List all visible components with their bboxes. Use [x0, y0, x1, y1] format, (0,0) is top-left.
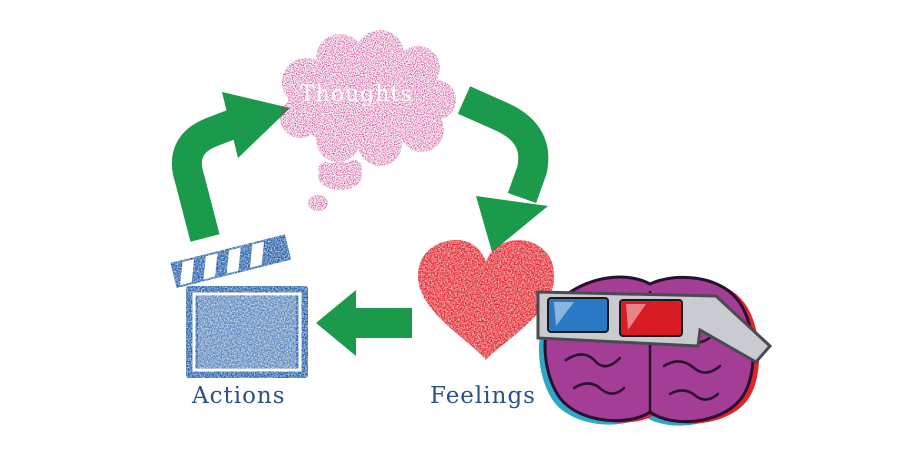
brain-with-3d-glasses-icon	[536, 275, 773, 426]
arrow-feelings-to-actions	[316, 290, 412, 356]
arrow-shaft	[171, 107, 244, 242]
clapperboard-icon	[170, 234, 308, 378]
heart-icon	[418, 240, 555, 360]
label-thoughts: Thoughts	[300, 82, 413, 107]
label-actions: Actions	[192, 383, 286, 409]
arrow-head	[222, 92, 290, 158]
label-feelings: Feelings	[430, 383, 536, 409]
arrow-thoughts-to-feelings	[457, 86, 549, 252]
thought-cloud-icon	[280, 30, 456, 211]
arrow-shaft	[352, 308, 412, 338]
arrow-actions-to-thoughts	[171, 92, 290, 242]
arrow-head	[316, 290, 356, 356]
arrow-head	[476, 196, 548, 252]
3d-glasses-icon	[536, 290, 773, 364]
arrow-shaft	[457, 86, 549, 204]
right-lens	[619, 299, 683, 337]
left-lens	[547, 297, 609, 333]
